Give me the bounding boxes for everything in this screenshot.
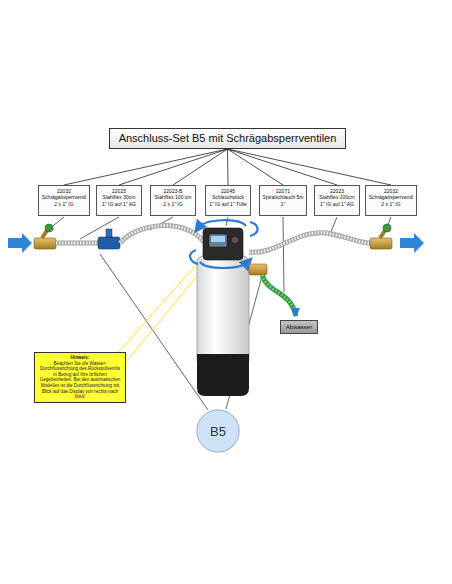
connector-line: [228, 149, 338, 185]
angle-valve: [370, 224, 392, 249]
part-spec: 2 x 1" IG: [153, 201, 193, 207]
connector-line: [228, 149, 284, 185]
connector-line: [119, 149, 228, 185]
steel-flex-hose: [56, 243, 98, 244]
drain-box: Abwasser: [280, 320, 318, 334]
softener-tank: [197, 228, 249, 396]
part-box: 22045Schlauchstück1" IG auf 1" Tülle: [205, 185, 251, 216]
part-spec: 1" IG auf 1" Tülle: [208, 201, 248, 207]
part-name: Schrägabsperrventil: [368, 194, 414, 200]
part-spec: 1": [262, 201, 304, 207]
part-name: Schrägabsperrventil: [41, 194, 87, 200]
part-number: 22023-B: [153, 188, 193, 194]
steel-flex-hose: [249, 233, 370, 253]
title-box: Anschluss-Set B5 mit Schrägabsperrventil…: [109, 128, 346, 149]
spiral-hose: [262, 275, 296, 316]
drain-label: Abwasser: [285, 323, 313, 331]
part-number: 22045: [208, 188, 248, 194]
steel-flex-hose: [120, 226, 204, 243]
flow-arrow: [8, 233, 32, 253]
part-number: 22023: [317, 188, 357, 194]
angle-valve: [34, 224, 56, 249]
connector-line: [64, 149, 228, 185]
part-spec: 2 x 1" IG: [368, 201, 414, 207]
part-name: Stahlflex 100 cm: [153, 194, 193, 200]
flow-arrow: [400, 233, 424, 253]
hose-connector: [249, 264, 267, 275]
model-label: B5: [210, 424, 226, 439]
part-name: Stahlflex 100cm: [317, 194, 357, 200]
part-number: 22071: [262, 188, 304, 194]
part-box: 22025Stahlflex 30cm1" IG auf 1" AG: [96, 185, 142, 216]
part-number: 22032: [41, 188, 87, 194]
flow-direction-arrows: [190, 220, 258, 268]
part-number: 22032: [368, 188, 414, 194]
part-name: Stahlflex 30cm: [99, 194, 139, 200]
part-box: 22023-BStahlflex 100 cm2 x 1" IG: [150, 185, 196, 216]
note-heading: Hinweis:: [38, 355, 122, 361]
part-spec: 2 x 1" IG: [41, 201, 87, 207]
model-circle: B5: [196, 409, 240, 453]
part-spec: 1" IG auf 1" AG: [317, 201, 357, 207]
note-text: Beachten Sie die Wasser- Durchflussricht…: [38, 361, 122, 400]
part-name: Schlauchstück: [208, 194, 248, 200]
part-name: Spiralschlauch 5m: [262, 194, 304, 200]
connector-line: [227, 149, 229, 185]
note-box: Hinweis:Beachten Sie die Wasser- Durchfl…: [34, 352, 126, 403]
connector-line: [228, 149, 392, 185]
note-leader-lines: [118, 256, 207, 362]
part-spec: 1" IG auf 1" AG: [99, 201, 139, 207]
part-number: 22025: [99, 188, 139, 194]
part-box: 22071Spiralschlauch 5m1": [259, 185, 307, 216]
blue-fitting: [98, 229, 120, 249]
connector-line: [173, 149, 228, 185]
part-box: 22032Schrägabsperrventil2 x 1" IG: [38, 185, 90, 216]
part-box: 22023Stahlflex 100cm1" IG auf 1" AG: [314, 185, 360, 216]
part-box: 22032Schrägabsperrventil2 x 1" IG: [365, 185, 417, 216]
set-title: Anschluss-Set B5 mit Schrägabsperrventil…: [118, 132, 337, 145]
drain-arrow: [292, 308, 300, 317]
